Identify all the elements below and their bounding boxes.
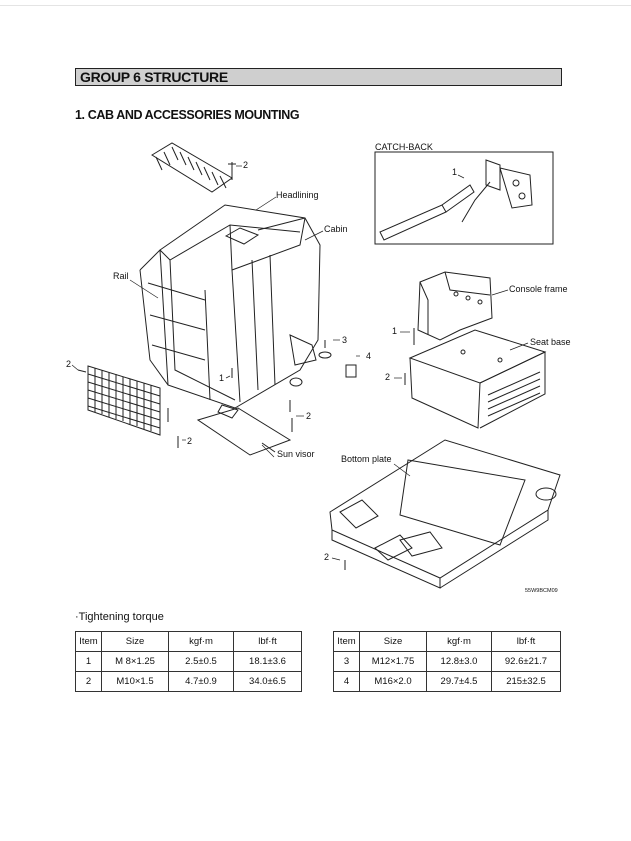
leader-lines <box>71 165 529 561</box>
callout-3: 3 <box>342 335 348 345</box>
torque-table-right: Item Size kgf·m lbf·ft 3 M12×1.75 12.8±3… <box>333 631 561 692</box>
fasteners <box>77 162 415 570</box>
rear-screen <box>87 365 161 436</box>
label-cabin: Cabin <box>324 224 348 234</box>
callout-1-console: 1 <box>392 326 398 336</box>
callout-2-bottom: 2 <box>187 436 193 446</box>
callout-2-visor: 2 <box>306 411 312 421</box>
table-row: 1 M 8×1.25 2.5±0.5 18.1±3.6 <box>75 651 302 672</box>
roof-grab-rail <box>151 142 233 193</box>
cell-lbfft: 34.0±6.5 <box>233 671 302 692</box>
console-frame-part <box>417 271 493 341</box>
cell-item: 3 <box>333 651 360 672</box>
label-seat-base: Seat base <box>530 337 571 347</box>
torque-table-left: Item Size kgf·m lbf·ft 1 M 8×1.25 2.5±0.… <box>75 631 302 692</box>
cell-item: 4 <box>333 671 360 692</box>
table-row: 4 M16×2.0 29.7±4.5 215±32.5 <box>333 671 561 692</box>
callout-4: 4 <box>366 351 372 361</box>
callout-2-top: 2 <box>243 160 249 170</box>
cabin-frame <box>139 204 321 409</box>
bottom-plate-part <box>329 439 561 589</box>
cell-item: 2 <box>75 671 102 692</box>
col-item: Item <box>75 631 102 652</box>
callout-2-left: 2 <box>66 359 72 369</box>
callout-2-seat: 2 <box>385 372 391 382</box>
table-row: 2 M10×1.5 4.7±0.9 34.0±6.5 <box>75 671 302 692</box>
sun-visor-part <box>196 404 292 456</box>
label-catch-back: CATCH-BACK <box>375 142 433 152</box>
cell-kgfm: 4.7±0.9 <box>168 671 234 692</box>
callout-2-plate: 2 <box>324 552 330 562</box>
section-title: 1. CAB AND ACCESSORIES MOUNTING <box>75 108 300 122</box>
label-bottom-plate: Bottom plate <box>341 454 392 464</box>
label-sun-visor: Sun visor <box>277 449 315 459</box>
cell-lbfft: 18.1±3.6 <box>233 651 302 672</box>
col-lbfft: lbf·ft <box>491 631 561 652</box>
col-size: Size <box>359 631 427 652</box>
torque-caption: ·Tightening torque <box>75 611 164 623</box>
table-header-row: Item Size kgf·m lbf·ft <box>75 631 302 652</box>
cell-size: M16×2.0 <box>359 671 427 692</box>
cell-kgfm: 29.7±4.5 <box>426 671 492 692</box>
cell-lbfft: 215±32.5 <box>491 671 561 692</box>
col-item: Item <box>333 631 360 652</box>
col-size: Size <box>101 631 169 652</box>
cell-item: 1 <box>75 651 102 672</box>
col-lbfft: lbf·ft <box>233 631 302 652</box>
page-top-edge <box>0 0 631 6</box>
cell-size: M 8×1.25 <box>101 651 169 672</box>
table-header-row: Item Size kgf·m lbf·ft <box>333 631 561 652</box>
exploded-view-drawing <box>71 142 561 589</box>
callout-1-catch: 1 <box>452 167 458 177</box>
seat-base-part <box>408 329 547 429</box>
cell-kgfm: 2.5±0.5 <box>168 651 234 672</box>
table-row: 3 M12×1.75 12.8±3.0 92.6±21.7 <box>333 651 561 672</box>
cell-kgfm: 12.8±3.0 <box>426 651 492 672</box>
drawing-code: 55W9BCM09 <box>525 588 558 594</box>
cell-size: M12×1.75 <box>359 651 427 672</box>
callout-1-cabin: 1 <box>219 373 225 383</box>
label-console-frame: Console frame <box>509 284 568 294</box>
col-kgfm: kgf·m <box>426 631 492 652</box>
label-headlining: Headlining <box>276 190 319 200</box>
cell-lbfft: 92.6±21.7 <box>491 651 561 672</box>
label-rail: Rail <box>113 271 129 281</box>
col-kgfm: kgf·m <box>168 631 234 652</box>
group-header: GROUP 6 STRUCTURE <box>75 68 562 86</box>
cell-size: M10×1.5 <box>101 671 169 692</box>
catch-back-box <box>374 151 554 245</box>
